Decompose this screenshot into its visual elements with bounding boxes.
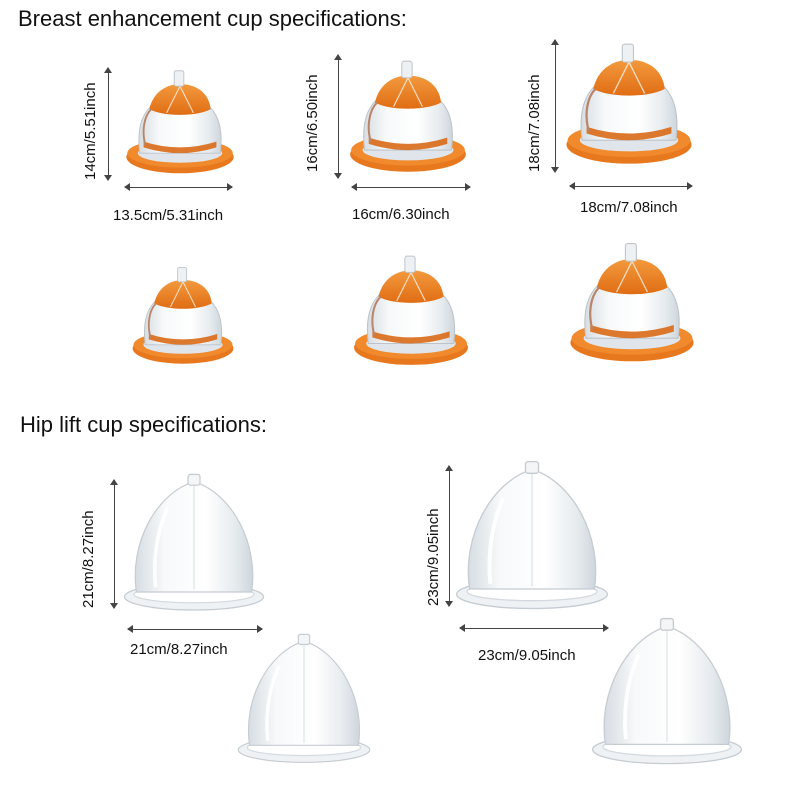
hip-section-title: Hip lift cup specifications: bbox=[20, 412, 267, 437]
breast-cup-large-width: 18cm/7.08inch bbox=[580, 199, 678, 216]
height-arrow bbox=[334, 54, 342, 179]
breast-cup-small-height: 14cm/5.51inch bbox=[82, 82, 99, 180]
height-arrow bbox=[445, 465, 453, 607]
breast-cup-small-image bbox=[120, 65, 240, 180]
breast-cup-medium-image bbox=[346, 52, 470, 182]
breast-cup-medium-image bbox=[350, 250, 472, 372]
breast-cup-medium-height: 16cm/6.50inch bbox=[304, 74, 321, 172]
hip-cup-23-height: 23cm/9.05inch bbox=[425, 508, 442, 606]
height-arrow bbox=[104, 67, 112, 181]
height-arrow bbox=[110, 479, 118, 609]
width-arrow bbox=[459, 624, 609, 632]
height-arrow bbox=[551, 39, 559, 173]
breast-cup-large-image bbox=[562, 32, 696, 177]
breast-cup-small-image bbox=[124, 262, 242, 370]
breast-cup-small-width: 13.5cm/5.31inch bbox=[113, 207, 224, 224]
hip-cup-21-image bbox=[236, 630, 372, 770]
hip-cup-21-height: 21cm/8.27inch bbox=[80, 510, 97, 608]
width-arrow bbox=[351, 183, 471, 191]
hip-cup-21-image bbox=[122, 470, 266, 618]
breast-section-title: Breast enhancement cup specifications: bbox=[18, 6, 407, 31]
breast-cup-large-height: 18cm/7.08inch bbox=[526, 74, 543, 172]
hip-cup-21-width: 21cm/8.27inch bbox=[130, 641, 228, 658]
width-arrow bbox=[124, 183, 233, 191]
hip-cup-23-image bbox=[590, 614, 744, 772]
hip-cup-23-width: 23cm/9.05inch bbox=[478, 647, 576, 664]
breast-cup-large-image bbox=[566, 232, 698, 374]
hip-cup-23-image bbox=[454, 458, 610, 616]
width-arrow bbox=[127, 625, 263, 633]
width-arrow bbox=[569, 182, 693, 190]
breast-cup-medium-width: 16cm/6.30inch bbox=[352, 206, 450, 223]
